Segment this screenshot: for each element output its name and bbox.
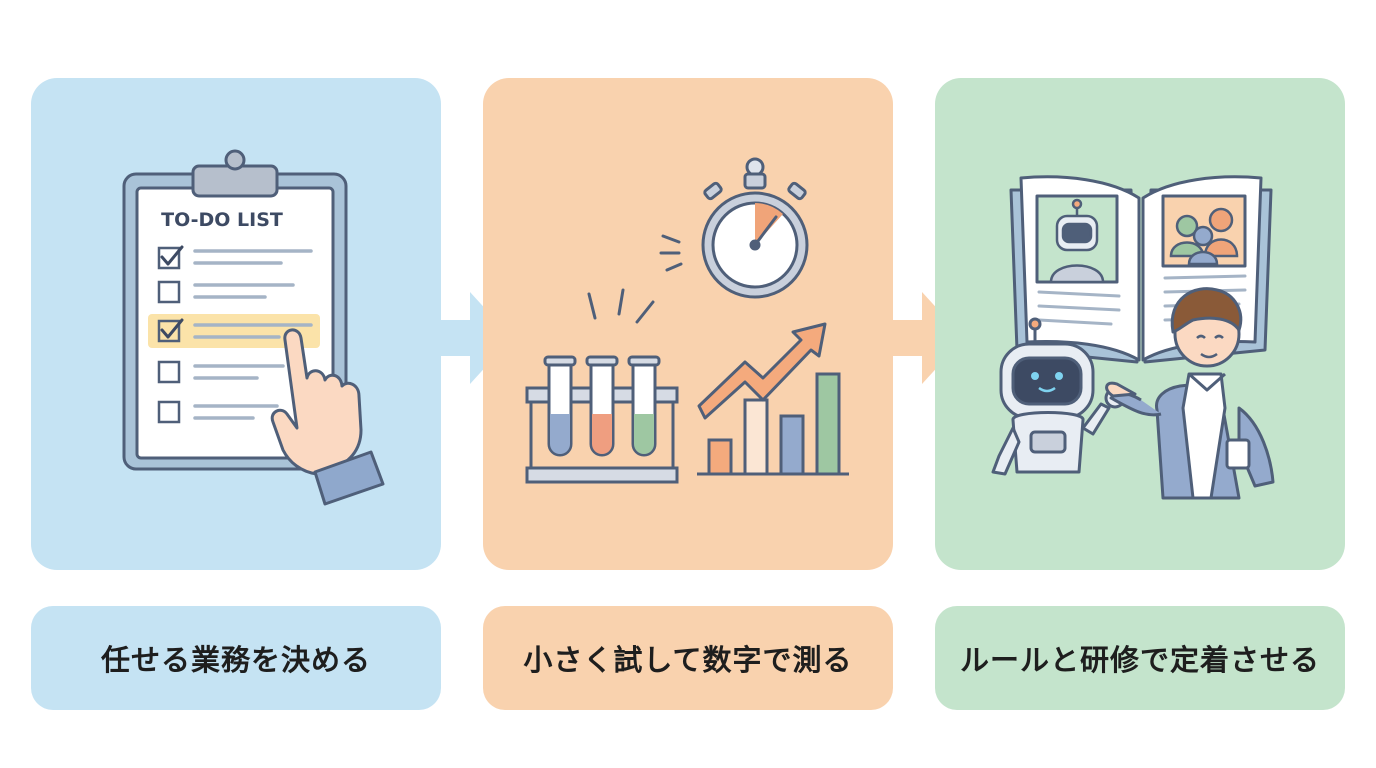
motion-lines — [587, 234, 683, 324]
checklist-title: TO-DO LIST — [161, 209, 283, 231]
task-lines — [193, 249, 313, 420]
pointing-hand-icon — [270, 328, 385, 506]
checkmark-icon — [160, 245, 184, 339]
rules-training-illustration — [991, 175, 1275, 500]
flow-arrow-icon — [892, 292, 964, 384]
robot-icon — [991, 317, 1126, 476]
checkbox-icon — [157, 246, 181, 424]
experiment-measure-illustration — [525, 157, 849, 484]
instructor-icon — [1105, 287, 1275, 500]
step-2-label: 小さく試して数字で測る — [483, 606, 893, 710]
highlighted-task-row — [148, 314, 320, 348]
people-icon — [1169, 207, 1239, 266]
robot-icon — [1049, 198, 1105, 284]
step-3-illustration-panel — [935, 78, 1345, 570]
rising-bar-chart-icon — [697, 322, 849, 476]
step-1-label: 任せる業務を決める — [31, 606, 441, 710]
step-2-illustration-panel — [483, 78, 893, 570]
step-1-illustration-panel: TO-DO LIST — [31, 78, 441, 570]
clipboard-checklist-illustration: TO-DO LIST — [122, 149, 385, 506]
flow-arrow-icon — [440, 292, 512, 384]
step-3-label: ルールと研修で定着させる — [935, 606, 1345, 710]
test-tubes-icon — [525, 355, 679, 484]
stopwatch-icon — [701, 157, 809, 299]
